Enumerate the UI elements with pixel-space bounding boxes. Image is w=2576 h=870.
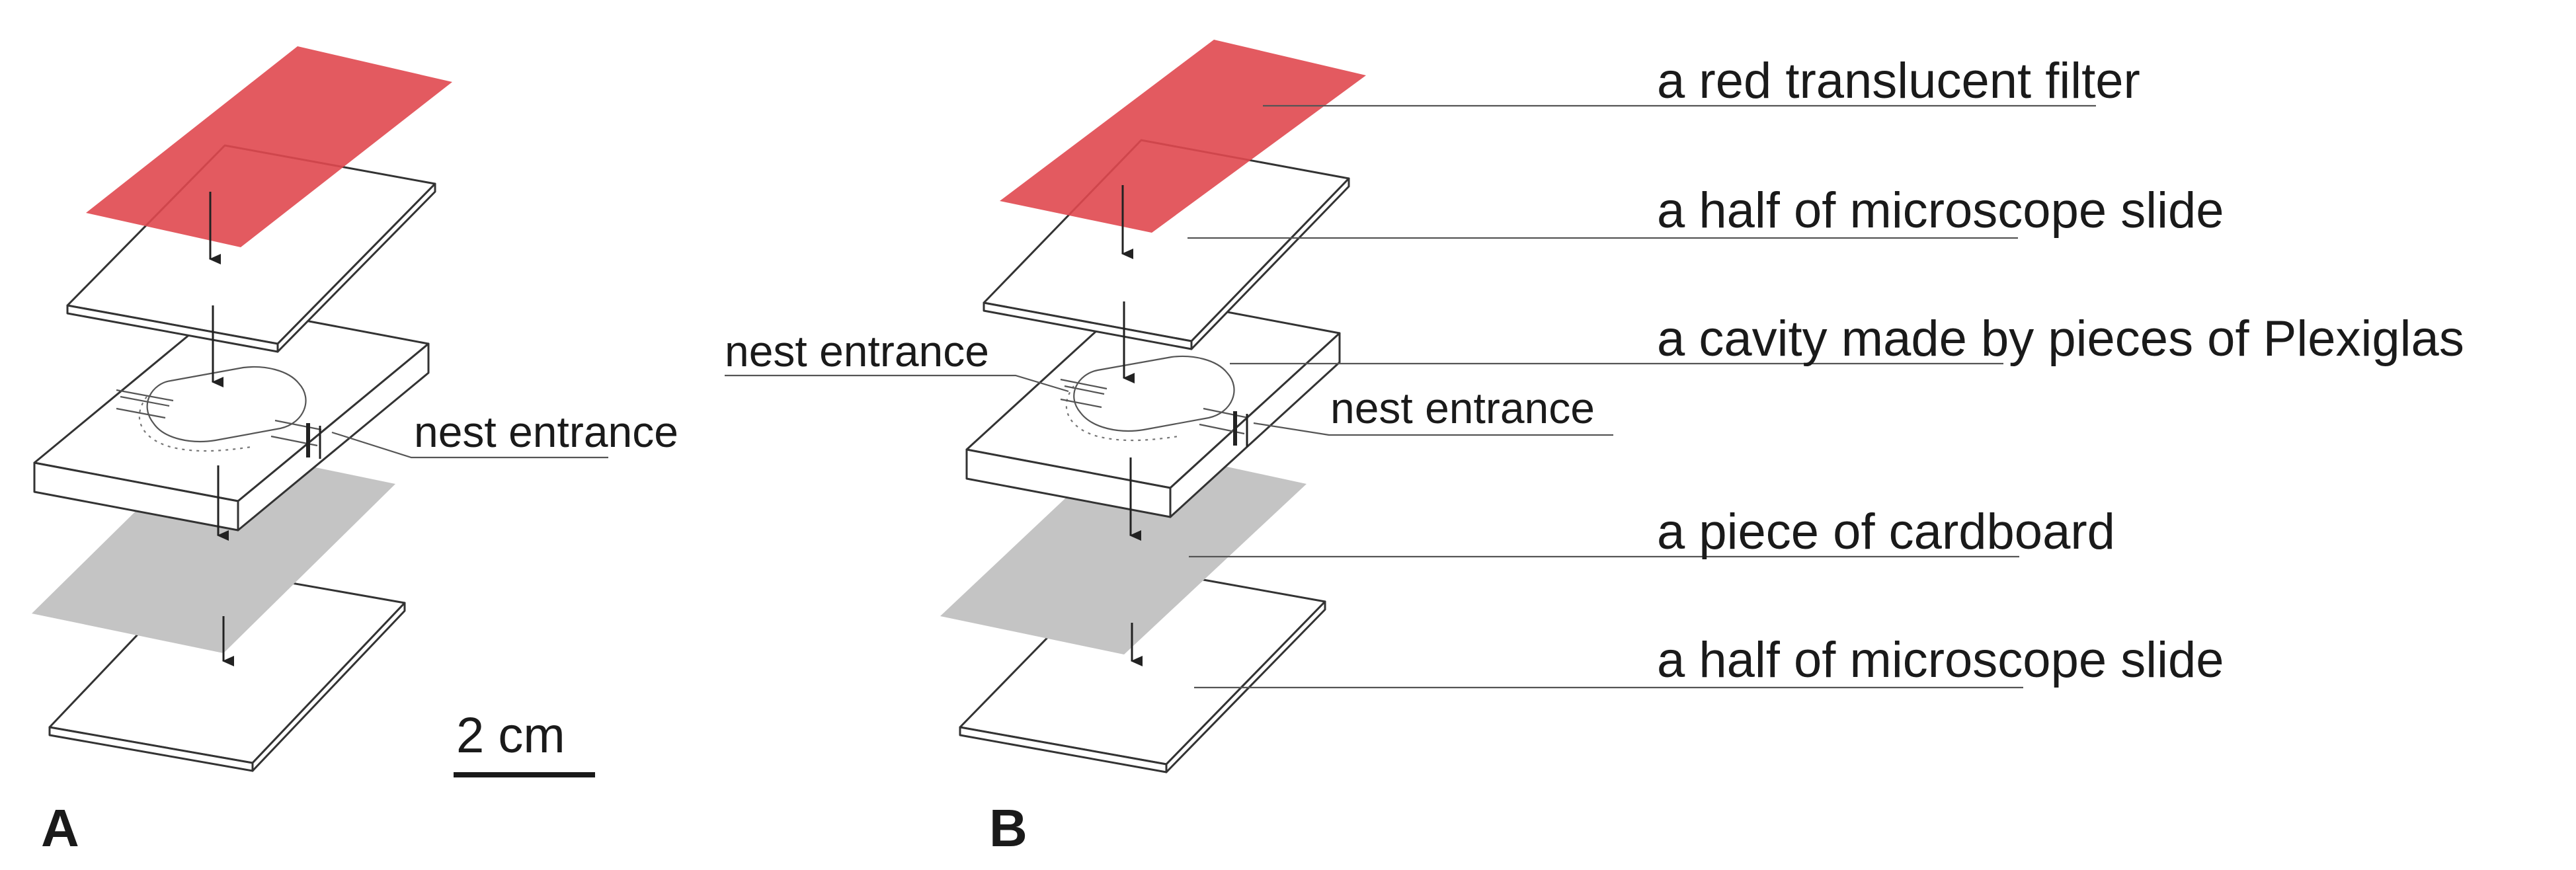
layer-label-bottom-slide: a half of microscope slide xyxy=(1657,632,2224,688)
layer-label-filter: a red translucent filter xyxy=(1657,53,2140,109)
panel-b-nest-entrance-left-label: nest entrance xyxy=(725,327,989,376)
panel-a-cardboard xyxy=(32,444,395,653)
panel-a-red-filter xyxy=(86,46,452,247)
layer-label-cardboard: a piece of cardboard xyxy=(1657,504,2115,560)
panel-b: nest entrance nest entrance a red transl… xyxy=(725,40,2464,857)
panel-a-scale-label: 2 cm xyxy=(456,707,565,764)
panel-a-nest-entrance-leader xyxy=(331,431,608,459)
panel-b-nest-entrance-right-label: nest entrance xyxy=(1330,383,1595,432)
panel-b-nest-entrance-right-leader xyxy=(1253,422,1613,436)
layer-label-upper-slide: a half of microscope slide xyxy=(1657,182,2224,239)
panel-b-letter: B xyxy=(989,799,1027,857)
panel-b-cardboard xyxy=(940,444,1307,654)
panel-b-upper-slide xyxy=(983,139,1350,350)
layer-label-cavity: a cavity made by pieces of Plexiglas xyxy=(1657,311,2464,367)
panel-a: nest entrance 2 cm A xyxy=(32,46,678,857)
panel-a-letter: A xyxy=(41,799,79,857)
panel-b-nest-entrance-left-leader xyxy=(725,374,1069,393)
panel-b-red-filter xyxy=(1000,40,1366,233)
panel-a-nest-entrance-label: nest entrance xyxy=(414,407,678,456)
panel-a-upper-slide xyxy=(66,144,436,353)
panel-b-cavity-frame xyxy=(965,294,1341,518)
panel-a-cavity-frame xyxy=(33,304,430,532)
